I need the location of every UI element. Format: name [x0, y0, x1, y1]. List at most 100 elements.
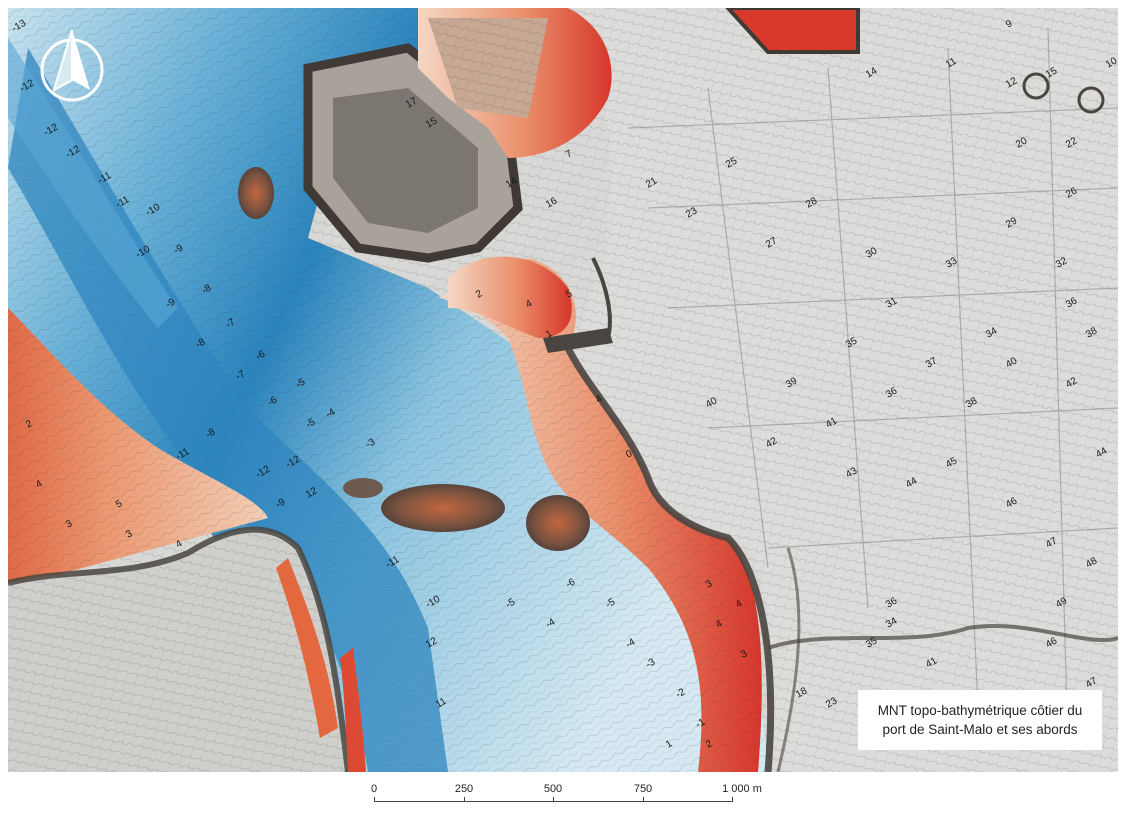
depth-label: 45 [944, 455, 960, 470]
old-town-core [333, 88, 478, 233]
rock-island-1 [381, 484, 505, 532]
map-title-line1: MNT topo-bathymétrique côtier du [877, 703, 1083, 718]
depth-label: 33 [944, 255, 960, 270]
road-east [776, 547, 801, 772]
east-cliff [564, 346, 775, 772]
depth-label: 40 [1004, 355, 1020, 370]
depth-label: 44 [1094, 445, 1110, 460]
depth-label: 9 [1004, 18, 1015, 31]
depth-label: 35 [844, 335, 860, 350]
depth-label: 15 [424, 115, 440, 130]
depth-label: 39 [784, 375, 800, 390]
roundabout-2 [1077, 86, 1105, 114]
red-strip-2 [340, 648, 366, 772]
depth-label: 47 [1084, 675, 1100, 690]
scale-tick [732, 797, 733, 802]
scale-label-250: 250 [454, 783, 474, 795]
road-south [767, 623, 1118, 650]
harbour-quay-texture [428, 18, 548, 118]
scale-label-750: 750 [633, 783, 653, 795]
scale-tick [464, 797, 465, 802]
map-title-box: MNT topo-bathymétrique côtier du port de… [858, 690, 1102, 750]
depth-label: 31 [884, 295, 900, 310]
rock-island-3 [238, 167, 274, 219]
depth-labels: -13-12-12-11-10-9-8-7-6-5-4-3-12-11-10-9… [10, 18, 1118, 751]
right-intertidal-contours [438, 258, 762, 772]
depth-label: 41 [824, 415, 840, 430]
depth-label: 5 [114, 498, 125, 511]
scale-label-500: 500 [543, 783, 563, 795]
scale-bar: 0 250 500 750 1 000 m [360, 783, 800, 813]
breakwater [591, 257, 612, 339]
topo-bathymetric-map: -13-12-12-11-10-9-8-7-6-5-4-3-12-11-10-9… [8, 8, 1118, 772]
red-strip-1 [276, 558, 338, 738]
harbour-beach [448, 256, 572, 338]
depth-label: 4 [34, 478, 45, 491]
depth-label: 4 [594, 393, 605, 406]
depth-label: 32 [1054, 255, 1070, 270]
depth-label: 15 [1044, 65, 1060, 80]
depth-label: 0 [624, 448, 635, 461]
depth-label: 34 [884, 615, 900, 630]
depth-label: 4 [524, 298, 535, 311]
depth-label: 1 [544, 328, 555, 341]
depth-label: 12 [1004, 75, 1020, 90]
depth-label: 27 [764, 235, 780, 250]
depth-label: 4 [734, 598, 745, 611]
depth-label: 26 [1064, 185, 1080, 200]
southwest-land-contours [8, 529, 348, 772]
depth-label: 16 [544, 195, 560, 210]
depth-label: 46 [1044, 635, 1060, 650]
depth-label: 3 [704, 578, 715, 591]
top-red-block-edge [725, 8, 860, 54]
depth-label: 36 [884, 595, 900, 610]
depth-label: 12 [424, 635, 440, 650]
city-blocks [627, 27, 1118, 749]
depth-label: 14 [504, 175, 520, 190]
depth-label: 42 [764, 435, 780, 450]
depth-label: 48 [1084, 555, 1100, 570]
left-bank-contours [8, 308, 268, 588]
depth-label: 7 [564, 148, 575, 161]
depth-label: 44 [904, 475, 920, 490]
bathy-contours [8, 8, 768, 772]
depth-label: 35 [864, 635, 880, 650]
depth-label: 23 [824, 695, 840, 710]
depth-label: 4 [174, 538, 185, 551]
city-land-contours [568, 8, 1118, 772]
depth-label: 22 [1064, 135, 1080, 150]
scale-tick [374, 797, 375, 802]
depth-label: 12 [304, 485, 320, 500]
depth-label: 14 [864, 65, 880, 80]
roundabout-1 [1022, 72, 1050, 100]
depth-label: 3 [64, 518, 75, 531]
depth-label: 40 [704, 395, 720, 410]
depth-label: 17 [404, 95, 420, 110]
scale-tick [553, 797, 554, 802]
depth-label: 30 [864, 245, 880, 260]
depth-label: 46 [1004, 495, 1020, 510]
depth-label: 3 [739, 648, 750, 661]
depth-label: 38 [1084, 325, 1100, 340]
depth-label: 36 [884, 385, 900, 400]
depth-label: 29 [1004, 215, 1020, 230]
depth-label: 10 [1104, 55, 1118, 70]
depth-label: 41 [924, 655, 940, 670]
map-title-line2: port de Saint-Malo et ses abords [882, 722, 1078, 737]
depth-label: 2 [704, 738, 715, 751]
depth-label: 42 [1064, 375, 1080, 390]
rock-island-4 [343, 478, 383, 498]
depth-label: 25 [724, 155, 740, 170]
scale-label-1000: 1 000 m [722, 783, 762, 795]
jetty [543, 328, 613, 353]
depth-label: 2 [24, 418, 35, 431]
depth-label: 1 [664, 738, 675, 751]
map-canvas: -13-12-12-11-10-9-8-7-6-5-4-3-12-11-10-9… [8, 8, 1118, 772]
depth-label: 3 [124, 528, 135, 541]
depth-label: 21 [644, 175, 660, 190]
scale-label-0: 0 [370, 783, 378, 795]
depth-label: 18 [794, 685, 810, 700]
rock-island-2 [526, 495, 590, 551]
depth-label: 38 [964, 395, 980, 410]
depth-label: 4 [714, 618, 725, 631]
